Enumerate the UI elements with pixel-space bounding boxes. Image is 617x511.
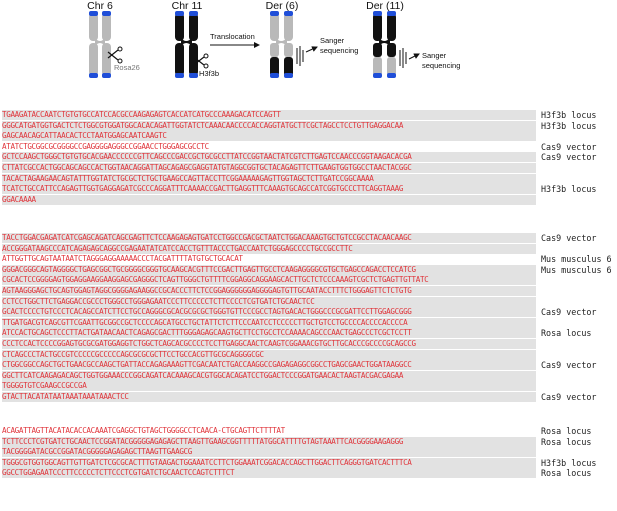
sequence-row: GGACAAAA (0, 194, 617, 205)
sanger-label-der11-line2: sequencing (422, 61, 460, 70)
sequence-row: TGGGGTGTCGAAGCCGCCGA (0, 381, 617, 392)
sequence-text: CTCAGCCCTACTGCCGTCCCCCGCCCCCAGCGCGCGCTTC… (2, 349, 536, 360)
sequence-row: CTCAGCCCTACTGCCGTCCCCCGCCCCCAGCGCGCGCTTC… (0, 349, 617, 360)
sequence-row: GCTCCAAGCTGGGCTGTGTGCACGAACCCCCCGTTCAGCC… (0, 152, 617, 163)
sequence-text: CTGGCGGCCAGCTGCTGAACGCCAAGCTGATTACCAGAGA… (2, 360, 536, 371)
sequence-row: ATTGGTTGCAGTAATAATCTAGGGAGGAAAAACCCTACGA… (0, 254, 617, 264)
sequence-row: CCCTCCACTCCCCGGAGTGCGCGATGGAGGTCTGGCTCAG… (0, 339, 617, 349)
locus-label: Rosa locus (541, 328, 592, 339)
primer-marks-der11 (399, 48, 420, 68)
sequence-text: ATATCTGCGGCGCGGGGCCGAGGGGAGGGCCGGAACCTGG… (2, 141, 209, 151)
sequence-text: GAGCAACAGCATTAACACTCCTAATGGAGCAATCAAGTC (2, 131, 536, 142)
sequence-row: GCACTCCCCTGTCCCTCACAGCCATCTTCCTGCCAGGGCG… (0, 307, 617, 318)
locus-label: Mus musculus 6 (541, 254, 612, 265)
sequence-text: TACGGGGATACGCCGGATACGGGGGAGAGAGCTTAAGTTG… (2, 447, 536, 458)
sequence-text: TGGGGTGTCGAAGCCGCCGA (2, 381, 536, 392)
sequence-text: CGCACTCCGGGGAGTGGAGGAAGGAAGGAGCGAGGGCTCA… (2, 275, 536, 286)
h3f3b-label: H3f3b (199, 69, 219, 78)
sequence-text: TCATCTGCCATTCCAGAGTTGGTGAGGAGATCGCCCAGGA… (2, 184, 536, 195)
sequence-text: TTGATGACGTCAGCGTTCGAATTGCGGCCGCTCCCCAGCA… (2, 317, 536, 328)
rosa26-label: Rosa26 (114, 63, 140, 72)
locus-label: Rosa locus (541, 426, 592, 436)
locus-label: H3f3b locus (541, 110, 597, 120)
locus-label: Cas9 vector (541, 392, 597, 402)
locus-label: Rosa locus (541, 468, 592, 479)
sanger-label-der6-line1: Sanger (320, 36, 345, 45)
sequence-text: GGCCTGGAGAATCCCTTCCCCCTCTTCCCTCGTGATCTGC… (2, 468, 536, 479)
sequence-row: GGCTTCATCAAGAGACAGCTGGTGGAAACCCGGCAGATCA… (0, 370, 617, 381)
sequence-row: TGAAGATACCAATCTGTGTGCCATCCACGCCAAGAGAGTC… (0, 110, 617, 120)
locus-label: Cas9 vector (541, 233, 597, 243)
sequence-row: TTGATGACGTCAGCGTTCGAATTGCGGCCGCTCCCCAGCA… (0, 317, 617, 328)
sequence-row: GGCCTGGAGAATCCCTTCCCCCTCTTCCCTCGTGATCTGC… (0, 468, 617, 479)
locus-label: H3f3b locus (541, 184, 597, 195)
locus-label: Cas9 vector (541, 152, 597, 163)
locus-label: H3f3b locus (541, 120, 597, 131)
sequence-text: TACCTGGACGAGATCATCGAGCAGATCAGCGAGTTCTCCA… (2, 233, 536, 243)
sequence-row: TACCTGGACGAGATCATCGAGCAGATCAGCGAGTTCTCCA… (0, 233, 617, 243)
sequence-row: TCTTCCCTCGTGATCTGCAACTCCGGATACGGGGGAGAGA… (0, 436, 617, 447)
translocation-label: Translocation (210, 32, 255, 41)
sequence-text: TGAAGATACCAATCTGTGTGCCATCCACGCCAAGAGAGTC… (2, 110, 536, 120)
primer-marks-der6 (296, 46, 318, 66)
sequence-row: TACACTAGAAGAACAGTATTTGGTATCTGCGCTCTGCTGA… (0, 173, 617, 184)
sequence-text: ACCGGGATAAGCCCATCAGAGAGCAGGCCGAGAATATCAT… (2, 243, 536, 254)
sequence-text: AGTAAGGGAGCTGCAGTGGAGTAGGCGGGGAGAAGGCCGC… (2, 286, 536, 296)
translocation-arrow: Translocation (210, 32, 260, 48)
locus-label: H3f3b locus (541, 457, 597, 468)
locus-label: Cas9 vector (541, 307, 597, 318)
sequence-text: CCTCCTGGCTTCTGAGGACCGCCCTGGGCCTGGGAGAATC… (2, 296, 536, 307)
scissors-icon (107, 46, 123, 64)
sequence-text: GCACTCCCCTGTCCCTCACAGCCATCTTCCTGCCAGGGCG… (2, 307, 536, 318)
chromosome-der11: Der (11) (366, 0, 404, 78)
sequence-row: ACAGATTAGTTACATACACCACAAATCGAGGCTGTAGCTG… (0, 426, 617, 436)
chromosome-chr6: Chr 6 (87, 0, 113, 78)
sequence-text: TCTTCCCTCGTGATCTGCAACTCCGGATACGGGGGAGAGA… (2, 436, 536, 447)
sequence-text: GGACAAAA (2, 194, 536, 205)
sanger-label-der11-line1: Sanger (422, 51, 447, 60)
sequence-row: TGGGCGTGGTGGCAGTTGTTGATCTCGCGCACTTTGTAAG… (0, 457, 617, 468)
sequence-row: GTACTTACATATAATAAATAAATAAACTCC Cas9 vecto… (0, 392, 617, 402)
sequence-row: CTTATCGCCACTGGCAGCAGCCACTGGTAACAGGATTAGC… (0, 163, 617, 173)
chromosome-der6: Der (6) (266, 0, 299, 78)
der6-label: Der (6) (266, 0, 299, 12)
locus-label: Rosa locus (541, 436, 592, 447)
locus-label: Cas9 vector (541, 141, 597, 152)
sequence-row: AGTAAGGGAGCTGCAGTGGAGTAGGCGGGGAGAAGGCCGC… (0, 286, 617, 296)
translocation-diagram: Chr 6 Rosa26 Chr 11 H3f3b (87, 0, 460, 78)
sequence-row: CGCACTCCGGGGAGTGGAGGAAGGAAGGAGCGAGGGCTCA… (0, 275, 617, 286)
sequence-text: GGGACGGGCAGTAGGGGCTGAGCGGCTGCGGGGCGGGTGC… (2, 264, 536, 275)
sequence-row: TACGGGGATACGCCGGATACGGGGGAGAGAGCTTAAGTTG… (0, 447, 617, 458)
sequence-row: ACCGGGATAAGCCCATCAGAGAGCAGGCCGAGAATATCAT… (0, 243, 617, 254)
sequence-row: ATATCTGCGGCGCGGGGCCGAGGGGAGGGCCGGAACCTGG… (0, 142, 617, 152)
sequence-text: GGGCATGATGGTGACTCTCTGGCGTGGATGGCACACAGAT… (2, 120, 536, 131)
sequence-text: GCTCCAAGCTGGGCTGTGTGCACGAACCCCCCGTTCAGCC… (2, 152, 536, 163)
sequence-text: CTTATCGCCACTGGCAGCAGCCACTGGTAACAGGATTAGC… (2, 163, 536, 173)
sequence-text: ATCCACTGCAGCTCCCTTACTGATAACAACTCAGAGCGAC… (2, 328, 536, 339)
chr6-label: Chr 6 (87, 0, 113, 12)
chr11-label: Chr 11 (172, 0, 203, 12)
sequence-row: CCTCCTGGCTTCTGAGGACCGCCCTGGGCCTGGGAGAATC… (0, 296, 617, 307)
sequence-row: GAGCAACAGCATTAACACTCCTAATGGAGCAATCAAGTC (0, 131, 617, 142)
sequence-row: CTGGCGGCCAGCTGCTGAACGCCAAGCTGATTACCAGAGA… (0, 360, 617, 371)
sequence-text: GTACTTACATATAATAAATAAATAAACTCC (2, 392, 536, 402)
locus-label: Mus musculus 6 (541, 264, 612, 275)
sequence-text: ACAGATTAGTTACATACACCACAAATCGAGGCTGTAGCTG… (2, 426, 285, 435)
sequence-row: TCATCTGCCATTCCAGAGTTGGTGAGGAGATCGCCCAGGA… (0, 184, 617, 195)
sequence-text: GGCTTCATCAAGAGACAGCTGGTGGAAACCCGGCAGATCA… (2, 370, 536, 381)
sequence-row: GGGACGGGCAGTAGGGGCTGAGCGGCTGCGGGGCGGGTGC… (0, 264, 617, 275)
sequence-text: ATTGGTTGCAGTAATAATCTAGGGAGGAAAAACCCTACGA… (2, 254, 243, 264)
sequence-row: GGGCATGATGGTGACTCTCTGGCGTGGATGGCACACAGAT… (0, 120, 617, 131)
sequence-text: CCCTCCACTCCCCGGAGTGCGCGATGGAGGTCTGGCTCAG… (2, 339, 536, 349)
scissors-icon (194, 53, 209, 69)
sequence-row: ATCCACTGCAGCTCCCTTACTGATAACAACTCAGAGCGAC… (0, 328, 617, 339)
sequence-text: TACACTAGAAGAACAGTATTTGGTATCTGCGCTCTGCTGA… (2, 173, 536, 184)
locus-label: Cas9 vector (541, 360, 597, 371)
der11-label: Der (11) (366, 0, 404, 12)
chromosome-chr11: Chr 11 (172, 0, 203, 78)
sequence-text: TGGGCGTGGTGGCAGTTGTTGATCTCGCGCACTTTGTAAG… (2, 457, 536, 468)
sanger-label-der6-line2: sequencing (320, 46, 358, 55)
